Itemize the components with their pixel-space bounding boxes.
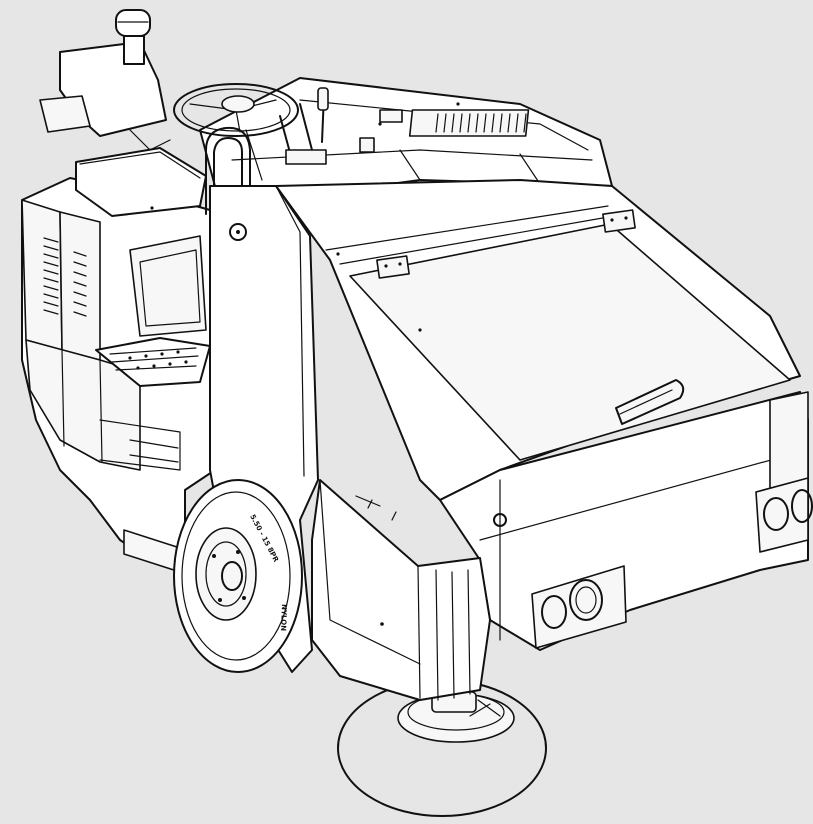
grab-handle <box>205 126 251 215</box>
operator-compartment <box>21 177 216 573</box>
corner-column <box>311 479 507 701</box>
tire-brand-text: NYLON <box>279 604 288 631</box>
top-vent <box>408 109 530 137</box>
engine-louvers <box>43 237 87 317</box>
operator-seat <box>39 41 207 217</box>
control-levers <box>279 87 329 165</box>
detail-marks <box>150 102 460 521</box>
headlight-left <box>531 565 627 649</box>
warning-beacon <box>115 9 151 65</box>
side-brush <box>337 679 547 817</box>
lid-handle <box>615 379 685 425</box>
headlight-right <box>755 477 813 553</box>
hinge-left <box>376 255 410 279</box>
steering-wheel <box>173 83 299 181</box>
step-plate <box>95 337 211 387</box>
rear-wheel: 5.50 - 15 8PR NYLON <box>173 479 303 673</box>
hinge-right <box>602 209 636 233</box>
